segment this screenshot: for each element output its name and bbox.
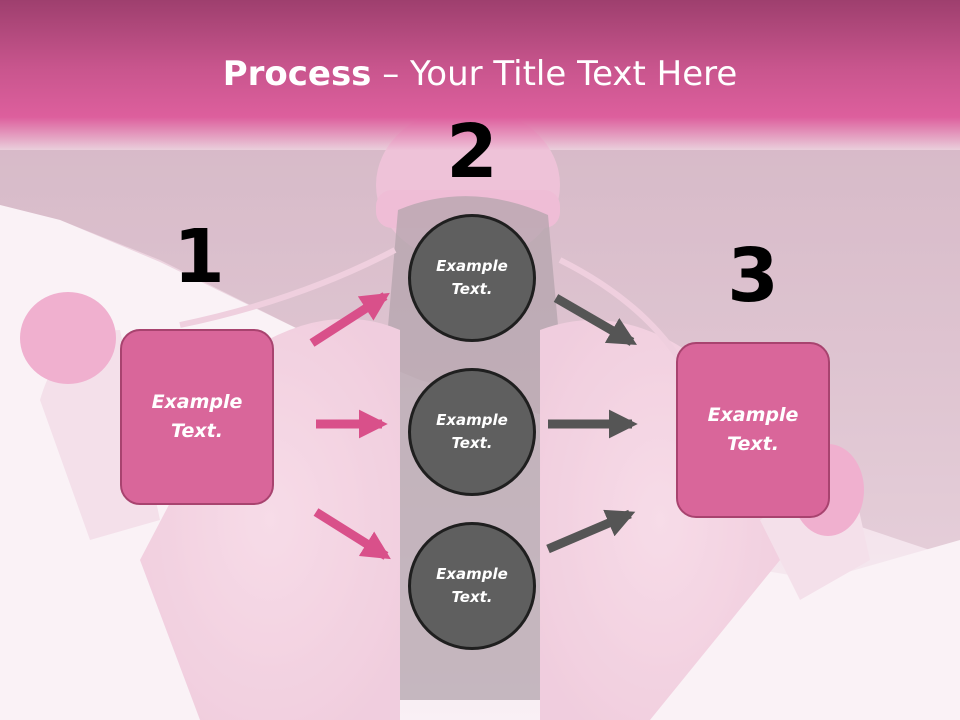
step-number-2: 2 bbox=[446, 109, 498, 195]
step-circle-1: Example Text. bbox=[408, 214, 536, 342]
title-band bbox=[0, 0, 960, 150]
step-circle-1-text: Example Text. bbox=[436, 257, 508, 298]
step-box-1: Example Text. bbox=[120, 329, 274, 505]
step-circle-2: Example Text. bbox=[408, 368, 536, 496]
step-box-1-text: Example Text. bbox=[151, 391, 243, 442]
page-title-bold: Process bbox=[222, 54, 372, 94]
step-circle-2-text: Example Text. bbox=[436, 411, 508, 452]
step-number-1: 1 bbox=[173, 214, 225, 300]
step-circle-3: Example Text. bbox=[408, 522, 536, 650]
step-circle-3-text: Example Text. bbox=[436, 565, 508, 606]
step-box-3-text: Example Text. bbox=[707, 404, 799, 455]
step-number-3: 3 bbox=[727, 233, 779, 319]
page-title-rest: – Your Title Text Here bbox=[371, 54, 738, 94]
page-title: Process – Your Title Text Here bbox=[0, 52, 960, 96]
step-box-3: Example Text. bbox=[676, 342, 830, 518]
